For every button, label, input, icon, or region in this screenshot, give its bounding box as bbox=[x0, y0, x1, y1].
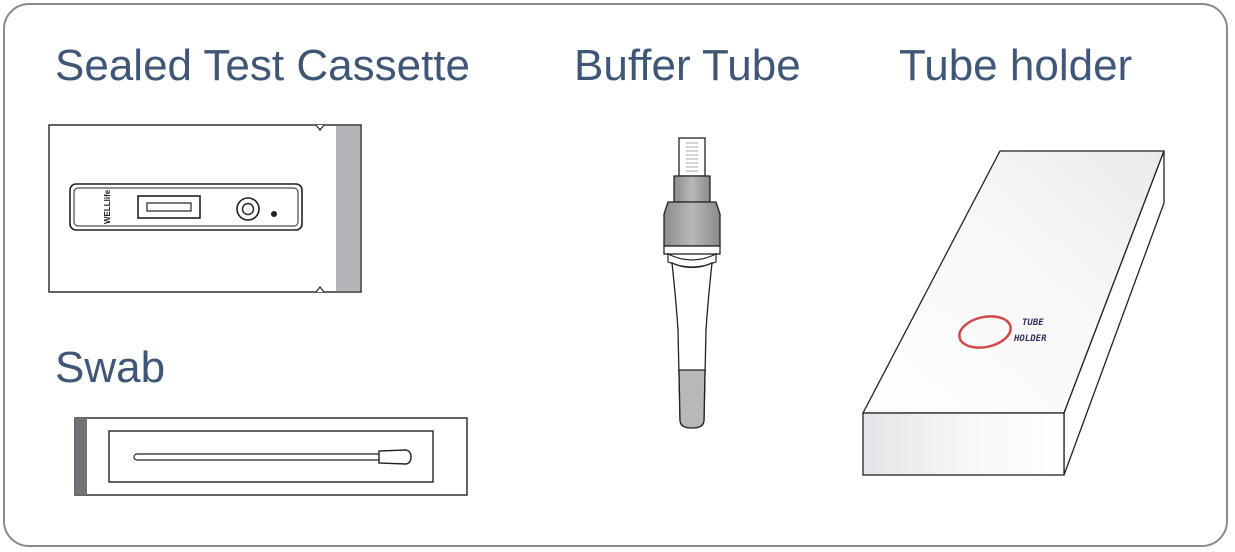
tube-cap-ring bbox=[663, 245, 721, 255]
tube-slot-ring bbox=[958, 315, 1012, 349]
sealed-cassette-pouch: WELLlife bbox=[48, 124, 362, 293]
cassette-inner-edge bbox=[73, 187, 299, 227]
tear-notch-top bbox=[315, 124, 325, 131]
buffer-tube-label: Buffer Tube bbox=[574, 41, 801, 90]
drop-icon bbox=[271, 211, 277, 217]
holder-print-line2: HOLDER bbox=[1013, 334, 1047, 344]
tube-holder-label: Tube holder bbox=[899, 41, 1133, 90]
tube-cap-upper bbox=[673, 175, 711, 203]
swab-pouch-seal bbox=[75, 418, 87, 495]
swab-package bbox=[74, 417, 468, 496]
result-strip bbox=[146, 202, 192, 212]
tube-holder-box: TUBE HOLDER bbox=[861, 150, 1165, 476]
cassette-brand: WELLlife bbox=[103, 189, 112, 224]
swab-tip bbox=[378, 449, 412, 465]
holder-print-line1: TUBE bbox=[1022, 318, 1044, 328]
buffer-liquid bbox=[678, 369, 706, 429]
sealed-test-cassette-label: Sealed Test Cassette bbox=[55, 41, 470, 90]
pouch-seal-strip bbox=[336, 126, 360, 291]
tear-notch-bottom bbox=[315, 286, 325, 293]
test-cassette: WELLlife bbox=[69, 183, 303, 231]
holder-front-face bbox=[862, 412, 1065, 476]
tube-cap-lower bbox=[663, 201, 721, 247]
swab-label: Swab bbox=[55, 343, 166, 392]
swab-stick bbox=[133, 453, 385, 461]
dropper-tip bbox=[678, 137, 706, 177]
buffer-tube bbox=[663, 137, 721, 429]
sample-well bbox=[241, 202, 255, 216]
